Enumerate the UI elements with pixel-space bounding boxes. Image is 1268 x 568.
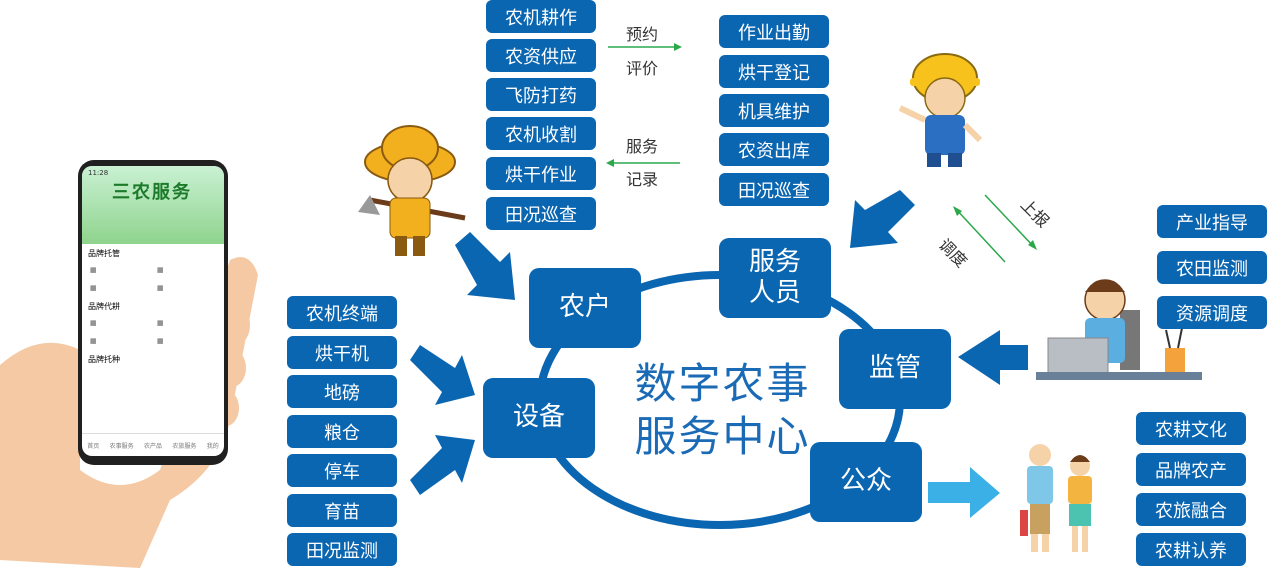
- device-box: 育苗: [287, 494, 397, 527]
- hub-service-line1: 服务: [748, 246, 801, 277]
- supervision-item-box: 农田监测: [1157, 251, 1267, 284]
- tourists-illustration: [1020, 444, 1092, 552]
- arrow-farmer-to-hub: [455, 232, 515, 300]
- arrow-staff-to-hub: [850, 190, 915, 248]
- phone-item[interactable]: ▦: [90, 266, 97, 274]
- supervision-item-box: 产业指导: [1157, 205, 1267, 238]
- device-box: 停车: [287, 454, 397, 487]
- phone-section-items: ▦ ▦ ▦ ▦: [82, 261, 224, 297]
- device-box: 粮仓: [287, 415, 397, 448]
- arrow-service-record: [606, 159, 614, 167]
- public-item-box: 农耕认养: [1136, 533, 1246, 566]
- phone-section-title: 品牌托种: [88, 355, 120, 364]
- arrow-report: [1028, 240, 1037, 250]
- staff-task-box: 农资出库: [719, 133, 829, 166]
- arrow-devices-upper: [410, 345, 475, 405]
- phone-tab[interactable]: 我的: [206, 442, 219, 450]
- phone-item[interactable]: ▦: [157, 337, 164, 345]
- phone-item[interactable]: ▦: [157, 284, 164, 292]
- arrow-public-out: [928, 467, 1000, 518]
- public-item-box: 农旅融合: [1136, 493, 1246, 526]
- farmer-service-box: 田况巡查: [486, 197, 596, 230]
- hub-supervision: 监管: [839, 329, 951, 409]
- device-box: 田况监测: [287, 533, 397, 566]
- label-rate: 评价: [626, 59, 659, 78]
- phone-item[interactable]: ▦: [157, 319, 164, 327]
- device-box: 农机终端: [287, 296, 397, 329]
- phone-item[interactable]: ▦: [157, 266, 164, 274]
- phone-section-title: 品牌代耕: [88, 302, 120, 311]
- label-service: 服务: [626, 137, 659, 156]
- farmer-service-box: 飞防打药: [486, 78, 596, 111]
- center-title-line1: 数字农事: [634, 359, 811, 408]
- center-title-line2: 服务中心: [634, 411, 811, 461]
- center-title: 数字农事 服务中心: [630, 358, 815, 463]
- staff-task-box: 烘干登记: [719, 55, 829, 88]
- arrow-book-rate: [674, 43, 682, 51]
- arrow-dispatch: [953, 206, 962, 216]
- staff-task-box: 田况巡查: [719, 173, 829, 206]
- hub-device: 设备: [483, 378, 595, 458]
- supervision-item-box: 资源调度: [1157, 296, 1267, 329]
- hub-farmer: 农户: [529, 268, 641, 348]
- public-item-box: 农耕文化: [1136, 412, 1246, 445]
- phone-item[interactable]: ▦: [90, 284, 97, 292]
- phone-tab[interactable]: 农旅服务: [172, 442, 197, 450]
- smartphone: 11:28 三农服务 品牌托管 ▦ ▦ ▦ ▦ 品牌代耕 ▦ ▦ ▦ ▦ 品牌托种 首页…: [78, 160, 228, 465]
- phone-item[interactable]: ▦: [90, 337, 97, 345]
- farmer-service-box: 烘干作业: [486, 157, 596, 190]
- worker-illustration: [898, 53, 983, 167]
- arrow-devices-lower: [410, 435, 475, 495]
- phone-tab[interactable]: 首页: [87, 442, 100, 450]
- farmer-service-box: 农资供应: [486, 39, 596, 72]
- phone-section-title: 品牌托管: [88, 249, 120, 258]
- app-header: 11:28 三农服务: [82, 166, 224, 244]
- farmer-service-box: 农机耕作: [486, 0, 596, 33]
- phone-item[interactable]: ▦: [90, 319, 97, 327]
- hub-service-line2: 人员: [748, 278, 801, 308]
- phone-screen: 11:28 三农服务 品牌托管 ▦ ▦ ▦ ▦ 品牌代耕 ▦ ▦ ▦ ▦ 品牌托种 首页…: [82, 166, 224, 456]
- public-item-box: 品牌农产: [1136, 453, 1246, 486]
- admin-illustration: [1036, 279, 1202, 380]
- arrow-admin-to-supervision: [958, 330, 1028, 385]
- hub-service-staff: 服务 人员: [719, 238, 831, 318]
- staff-task-box: 机具维护: [719, 94, 829, 127]
- phone-section-items: ▦ ▦ ▦ ▦: [82, 314, 224, 350]
- staff-task-box: 作业出勤: [719, 15, 829, 48]
- label-record: 记录: [626, 170, 659, 189]
- phone-tab[interactable]: 农产品: [143, 442, 162, 450]
- app-title: 三农服务: [112, 182, 192, 203]
- device-box: 地磅: [287, 375, 397, 408]
- device-box: 烘干机: [287, 336, 397, 369]
- farmer-illustration: [358, 125, 466, 256]
- phone-tab[interactable]: 农事服务: [109, 442, 134, 450]
- phone-tabbar: 首页 农事服务 农产品 农旅服务 我的: [82, 433, 224, 456]
- hub-public: 公众: [810, 442, 922, 522]
- phone-status-time: 11:28: [88, 169, 109, 177]
- label-book: 预约: [626, 25, 659, 44]
- farmer-service-box: 农机收割: [486, 117, 596, 150]
